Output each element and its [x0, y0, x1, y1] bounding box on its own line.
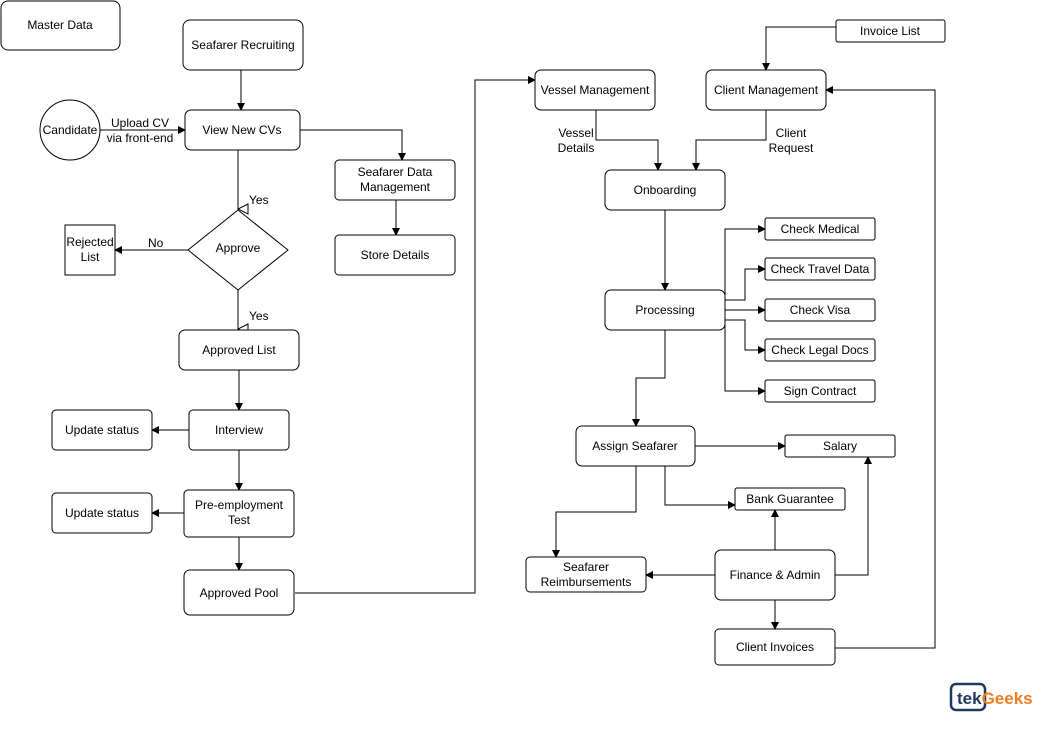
node-label: List [81, 250, 100, 264]
node-check-travel-data[interactable]: Check Travel Data [764, 257, 876, 281]
edge-label-no: No [148, 236, 164, 250]
node-label: Vessel Management [541, 83, 650, 97]
edge-assign-to-reimbursements [552, 466, 637, 558]
edge-processing-to-check-medical [724, 225, 766, 300]
edge-client-to-onboarding [692, 110, 767, 171]
node-approve[interactable]: Approve [187, 209, 289, 291]
edge-processing-to-check-travel [725, 265, 766, 301]
node-update-status-pre-employment[interactable]: Update status [51, 492, 153, 534]
node-label: Test [228, 513, 251, 527]
edge-processing-to-check-legal [725, 319, 766, 354]
node-label: Management [360, 180, 431, 194]
edge-view-cvs-to-seafarer-data [300, 129, 406, 161]
node-update-status-interview[interactable]: Update status [51, 409, 153, 451]
edge-finance-to-salary [835, 456, 872, 576]
node-check-visa[interactable]: Check Visa [764, 298, 876, 322]
node-label: Store Details [361, 248, 430, 262]
edge-processing-to-sign-contract [724, 320, 766, 395]
edge-vessel-to-onboarding [595, 110, 662, 171]
node-check-medical[interactable]: Check Medical [764, 217, 876, 241]
node-master-data[interactable]: Master Data [0, 0, 121, 51]
node-approved-pool[interactable]: Approved Pool [183, 569, 295, 616]
node-label: Check Legal Docs [771, 343, 868, 357]
node-label: Pre-employment [195, 498, 284, 512]
node-label: Sign Contract [784, 384, 857, 398]
node-seafarer-data-management[interactable]: Seafarer Data Management [334, 159, 456, 201]
node-label: Master Data [27, 18, 93, 32]
node-store-details[interactable]: Store Details [334, 234, 456, 276]
node-label: Client Invoices [736, 640, 814, 654]
node-label: Interview [215, 423, 263, 437]
node-label: Approved List [202, 343, 276, 357]
edge-label-upload-cv: via front-end [107, 131, 174, 145]
node-label: Candidate [43, 123, 98, 137]
node-seafarer-reimbursements[interactable]: Seafarer Reimbursements [525, 556, 647, 593]
node-sign-contract[interactable]: Sign Contract [764, 379, 876, 403]
node-label: Processing [635, 303, 694, 317]
node-interview[interactable]: Interview [188, 409, 290, 451]
node-seafarer-recruiting[interactable]: Seafarer Recruiting [182, 19, 304, 71]
edge-label-client-request: Client [776, 126, 807, 140]
node-label: Approved Pool [200, 586, 279, 600]
node-label: Approve [216, 241, 261, 255]
tekgeeks-logo: tekGeeks [949, 682, 1033, 712]
node-label: Salary [823, 439, 857, 453]
edge-client-invoices-to-client-mgmt [825, 86, 936, 649]
edge-assign-to-bank-guarantee [664, 466, 736, 509]
node-label: Finance & Admin [730, 568, 821, 582]
node-onboarding[interactable]: Onboarding [604, 169, 726, 211]
logo-text: tekGeeks [957, 689, 1033, 708]
node-label: Seafarer [563, 560, 609, 574]
node-label: Onboarding [634, 183, 697, 197]
edge-label-upload-cv: Upload CV [111, 116, 169, 130]
node-vessel-management[interactable]: Vessel Management [534, 69, 656, 111]
node-label: Check Visa [790, 303, 851, 317]
node-approved-list[interactable]: Approved List [178, 329, 300, 371]
edge-processing-to-assign [632, 330, 666, 427]
edge-labels: Upload CV via front-end Yes Yes No Vesse… [107, 116, 814, 323]
logo-frame [949, 682, 987, 712]
node-label: Check Medical [781, 222, 860, 236]
edges [100, 26, 936, 649]
edge-label-yes: Yes [249, 193, 269, 207]
node-client-invoices[interactable]: Client Invoices [714, 628, 836, 666]
node-assign-seafarer[interactable]: Assign Seafarer [575, 425, 696, 467]
node-label: Invoice List [860, 24, 921, 38]
node-finance-admin[interactable]: Finance & Admin [714, 549, 836, 601]
node-label: View New CVs [202, 123, 281, 137]
edge-label-vessel-details: Vessel [558, 126, 593, 140]
edge-label-client-request: Request [769, 141, 814, 155]
node-label: Seafarer Recruiting [191, 38, 294, 52]
node-check-legal-docs[interactable]: Check Legal Docs [764, 338, 876, 362]
node-bank-guarantee[interactable]: Bank Guarantee [734, 487, 846, 511]
node-rejected-list[interactable]: Rejected List [64, 224, 116, 276]
node-view-new-cvs[interactable]: View New CVs [184, 109, 301, 151]
node-candidate[interactable]: Candidate [39, 99, 101, 161]
edge-label-yes: Yes [249, 309, 269, 323]
node-label: Reimbursements [541, 575, 632, 589]
edge-label-vessel-details: Details [558, 141, 595, 155]
node-salary[interactable]: Salary [784, 434, 896, 458]
node-label: Seafarer Data [358, 165, 433, 179]
node-label: Assign Seafarer [592, 439, 677, 453]
node-label: Update status [65, 423, 139, 437]
node-label: Rejected [66, 235, 113, 249]
node-processing[interactable]: Processing [604, 289, 726, 331]
edge-approved-pool-to-vessel [295, 76, 536, 594]
node-label: Client Management [714, 83, 819, 97]
edge-invoice-list-to-client-mgmt [762, 26, 836, 71]
node-label: Bank Guarantee [746, 492, 834, 506]
node-pre-employment-test[interactable]: Pre-employment Test [183, 489, 295, 538]
node-invoice-list[interactable]: Invoice List [835, 19, 946, 43]
node-client-management[interactable]: Client Management [705, 69, 827, 111]
node-label: Update status [65, 506, 139, 520]
node-label: Check Travel Data [771, 262, 870, 276]
